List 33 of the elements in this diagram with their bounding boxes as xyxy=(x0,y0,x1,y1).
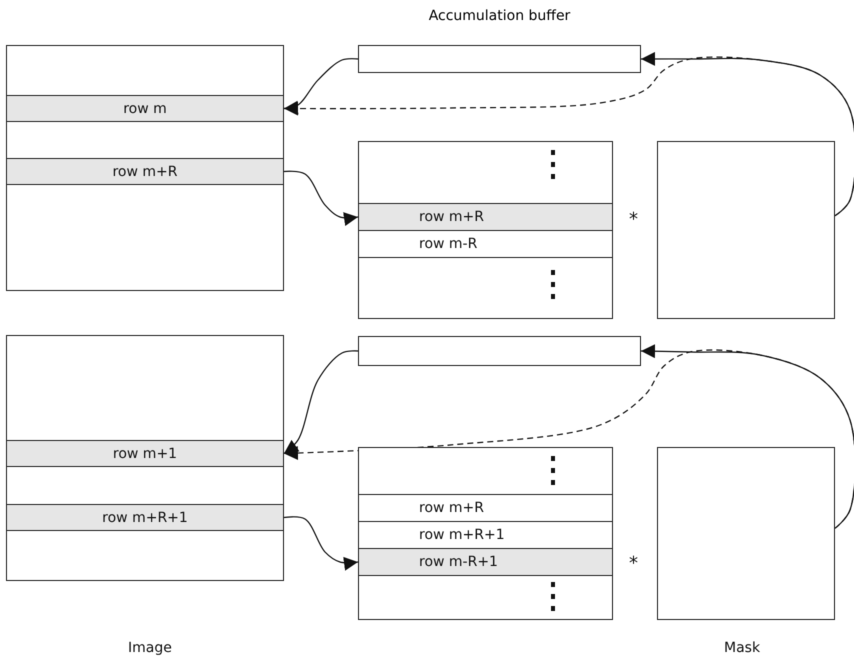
row-label: row m xyxy=(123,100,167,116)
panel-box xyxy=(358,141,613,319)
panel-box xyxy=(657,447,835,620)
panel-box xyxy=(6,45,284,291)
convolution-symbol: * xyxy=(629,553,638,574)
row-label: row m-R+1 xyxy=(419,554,498,570)
row-band xyxy=(6,504,284,531)
arrow xyxy=(641,52,854,216)
row-label: row m+R+1 xyxy=(102,510,188,526)
heading: Accumulation buffer xyxy=(428,8,572,24)
row-band xyxy=(6,440,284,467)
arrow xyxy=(284,516,358,571)
row-label: row m+R xyxy=(419,500,484,516)
arrow xyxy=(284,170,358,226)
buffer-box xyxy=(358,336,641,366)
panel-box xyxy=(6,335,284,581)
row-label: row m+R+1 xyxy=(419,527,505,543)
panel-box xyxy=(657,141,835,319)
row-label: row m+R xyxy=(112,164,178,180)
caption: Image xyxy=(128,640,172,656)
convolution-symbol: * xyxy=(629,209,638,230)
row-label: row m-R xyxy=(419,236,478,252)
row-label: row m+1 xyxy=(112,446,178,462)
panel-box xyxy=(358,447,613,620)
arrow xyxy=(284,58,358,115)
row-band xyxy=(6,158,284,185)
arrow xyxy=(641,344,854,529)
row-label: row m+R xyxy=(419,209,484,225)
caption: Mask xyxy=(724,640,760,656)
row-band xyxy=(358,548,613,576)
row-band xyxy=(358,203,613,231)
row-band xyxy=(6,95,284,122)
arrow xyxy=(284,350,358,454)
